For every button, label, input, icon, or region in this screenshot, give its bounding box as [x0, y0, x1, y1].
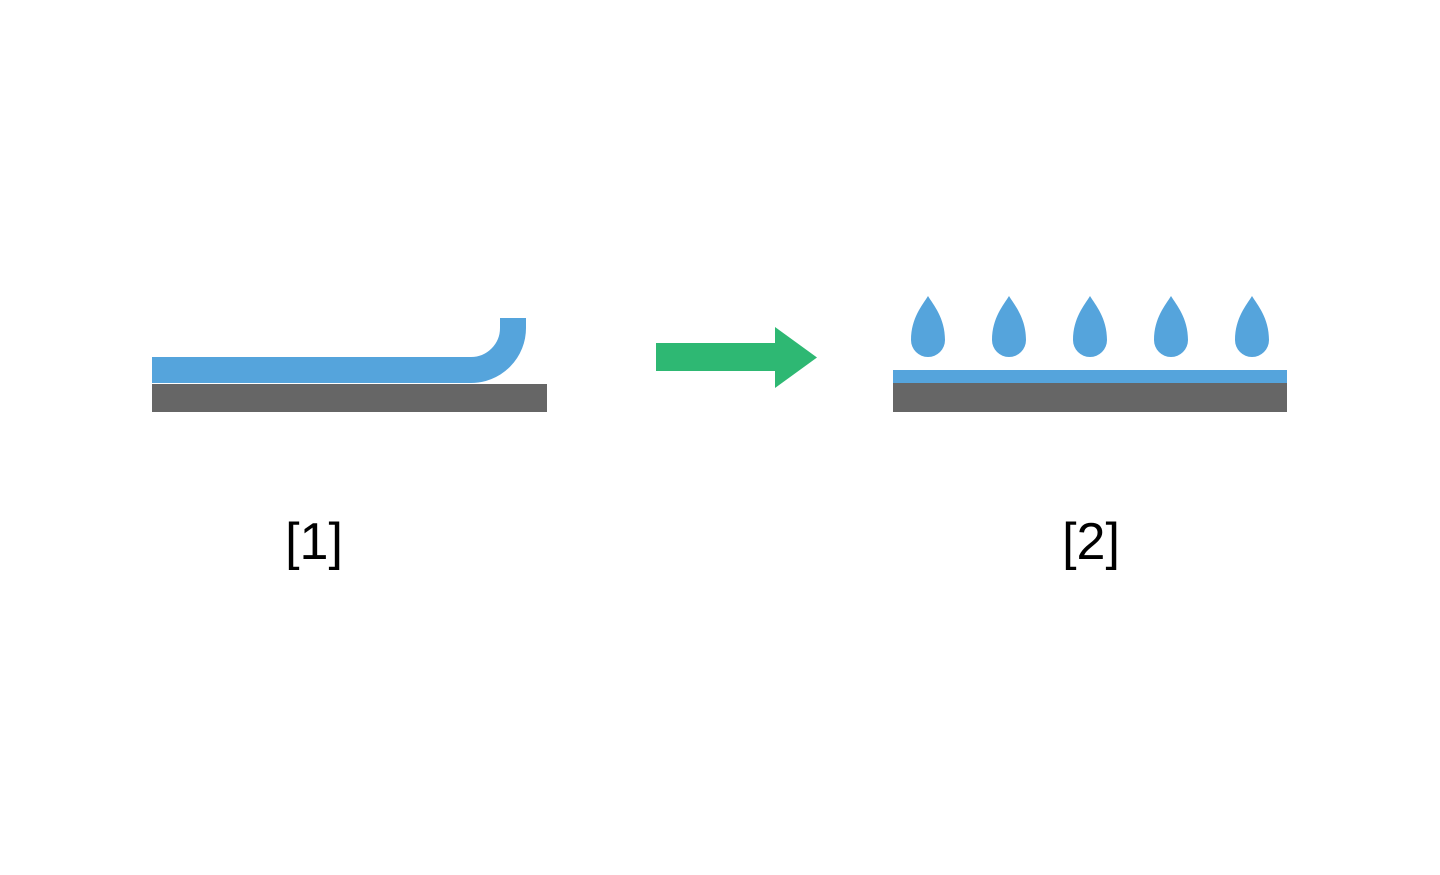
panel-2-label: [2] [1062, 513, 1120, 571]
substrate-bar-left [152, 384, 547, 412]
substrate-bar-right [893, 383, 1287, 412]
panel-1-label: [1] [285, 513, 343, 571]
panel-2-coated-substrate [893, 296, 1287, 412]
droplet-row [911, 296, 1269, 357]
water-droplet-icon [1154, 296, 1188, 357]
water-droplet-icon [1235, 296, 1269, 357]
water-droplet-icon [1073, 296, 1107, 357]
arrow-right-icon [656, 327, 817, 388]
water-droplet-icon [992, 296, 1026, 357]
panel-1-peeling-film [152, 318, 547, 412]
water-droplet-icon [911, 296, 945, 357]
coating-layer [893, 370, 1287, 383]
peeling-film-icon [152, 318, 526, 383]
